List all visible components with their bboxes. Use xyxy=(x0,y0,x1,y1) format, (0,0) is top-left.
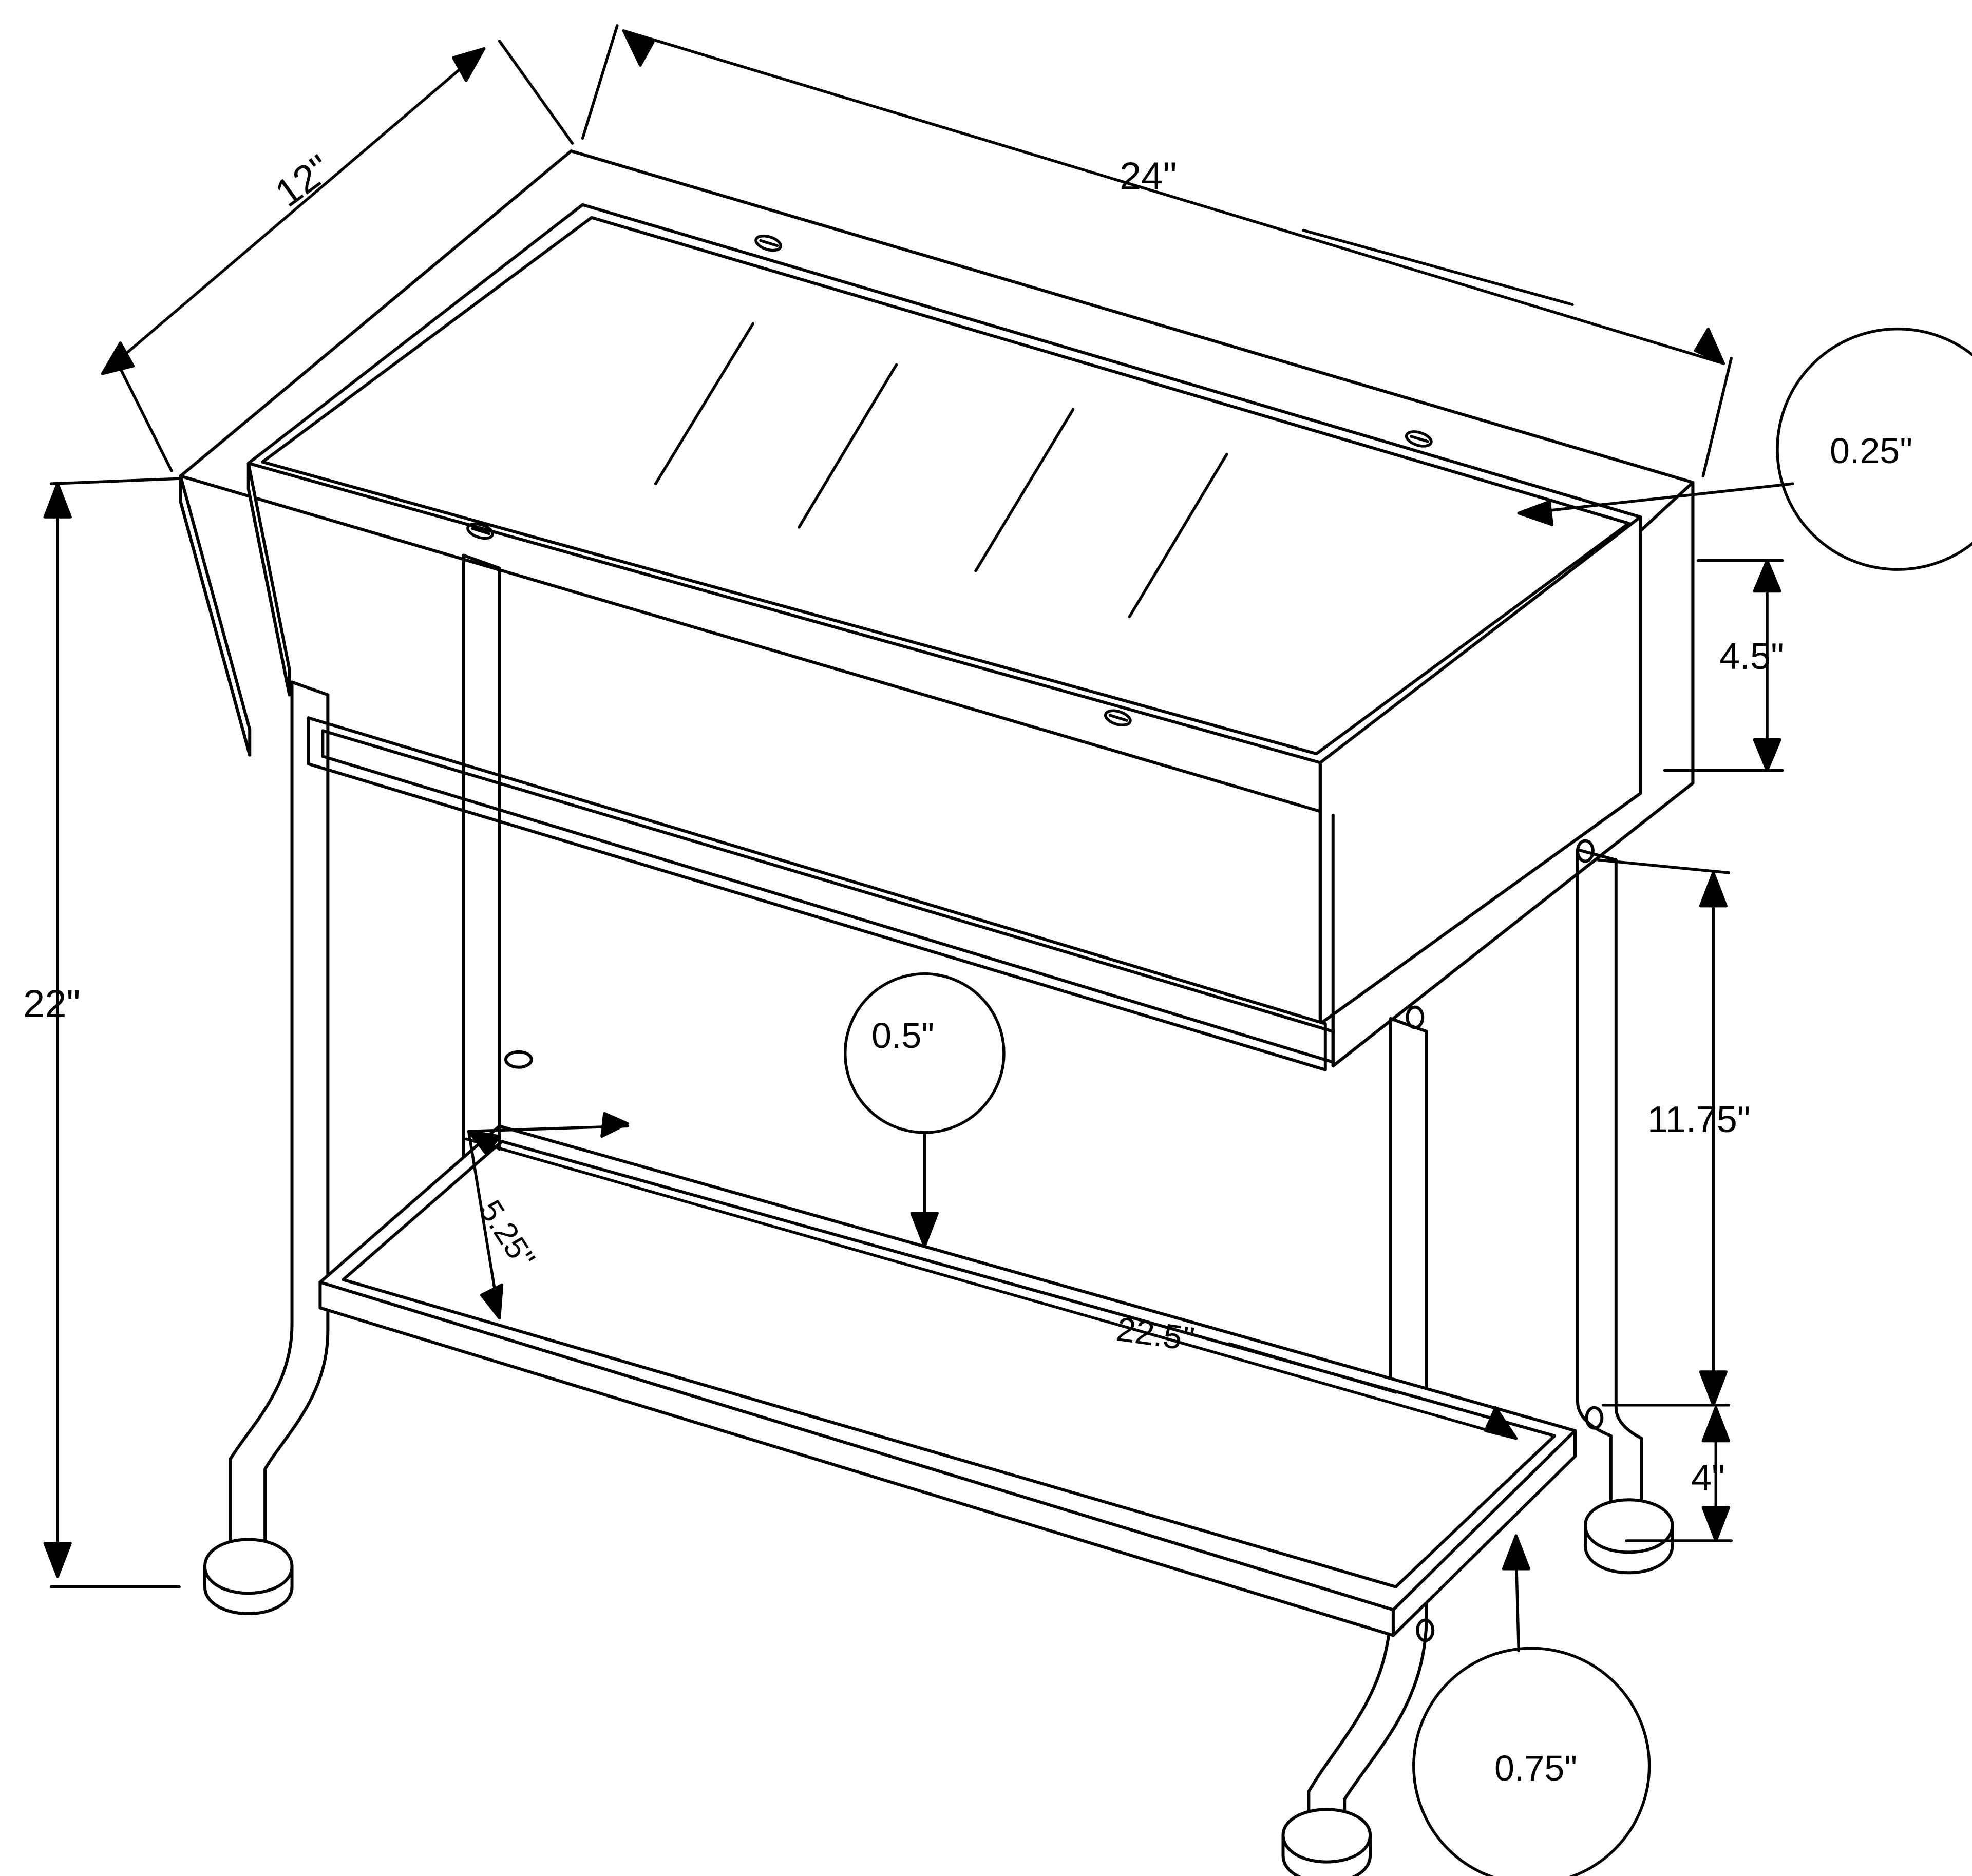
dimension-lines xyxy=(43,24,1972,1876)
glass-highlight-lines xyxy=(654,322,1228,619)
dimension-label-total-height: 22" xyxy=(23,982,81,1026)
dimension-label-glass-thickness: 0.25" xyxy=(1830,431,1913,471)
lower-shelf xyxy=(318,1124,1577,1637)
apron-left-face xyxy=(179,462,291,757)
apron-rear-band xyxy=(307,716,1335,1071)
dimension-label-foot-height: 4" xyxy=(1691,1458,1725,1499)
dimension-label-tube-diameter: 0.5" xyxy=(871,1016,935,1056)
dimension-label-leg-diameter: 0.75" xyxy=(1494,1748,1578,1788)
legs xyxy=(203,553,1674,1876)
table-top-frame xyxy=(179,149,1695,817)
top-frame-screws xyxy=(466,234,1433,727)
dimension-label-width: 24" xyxy=(1120,155,1177,198)
dimension-label-apron-height: 4.5" xyxy=(1719,636,1784,677)
dimension-label-shelf-to-top: 11.75" xyxy=(1647,1099,1751,1140)
